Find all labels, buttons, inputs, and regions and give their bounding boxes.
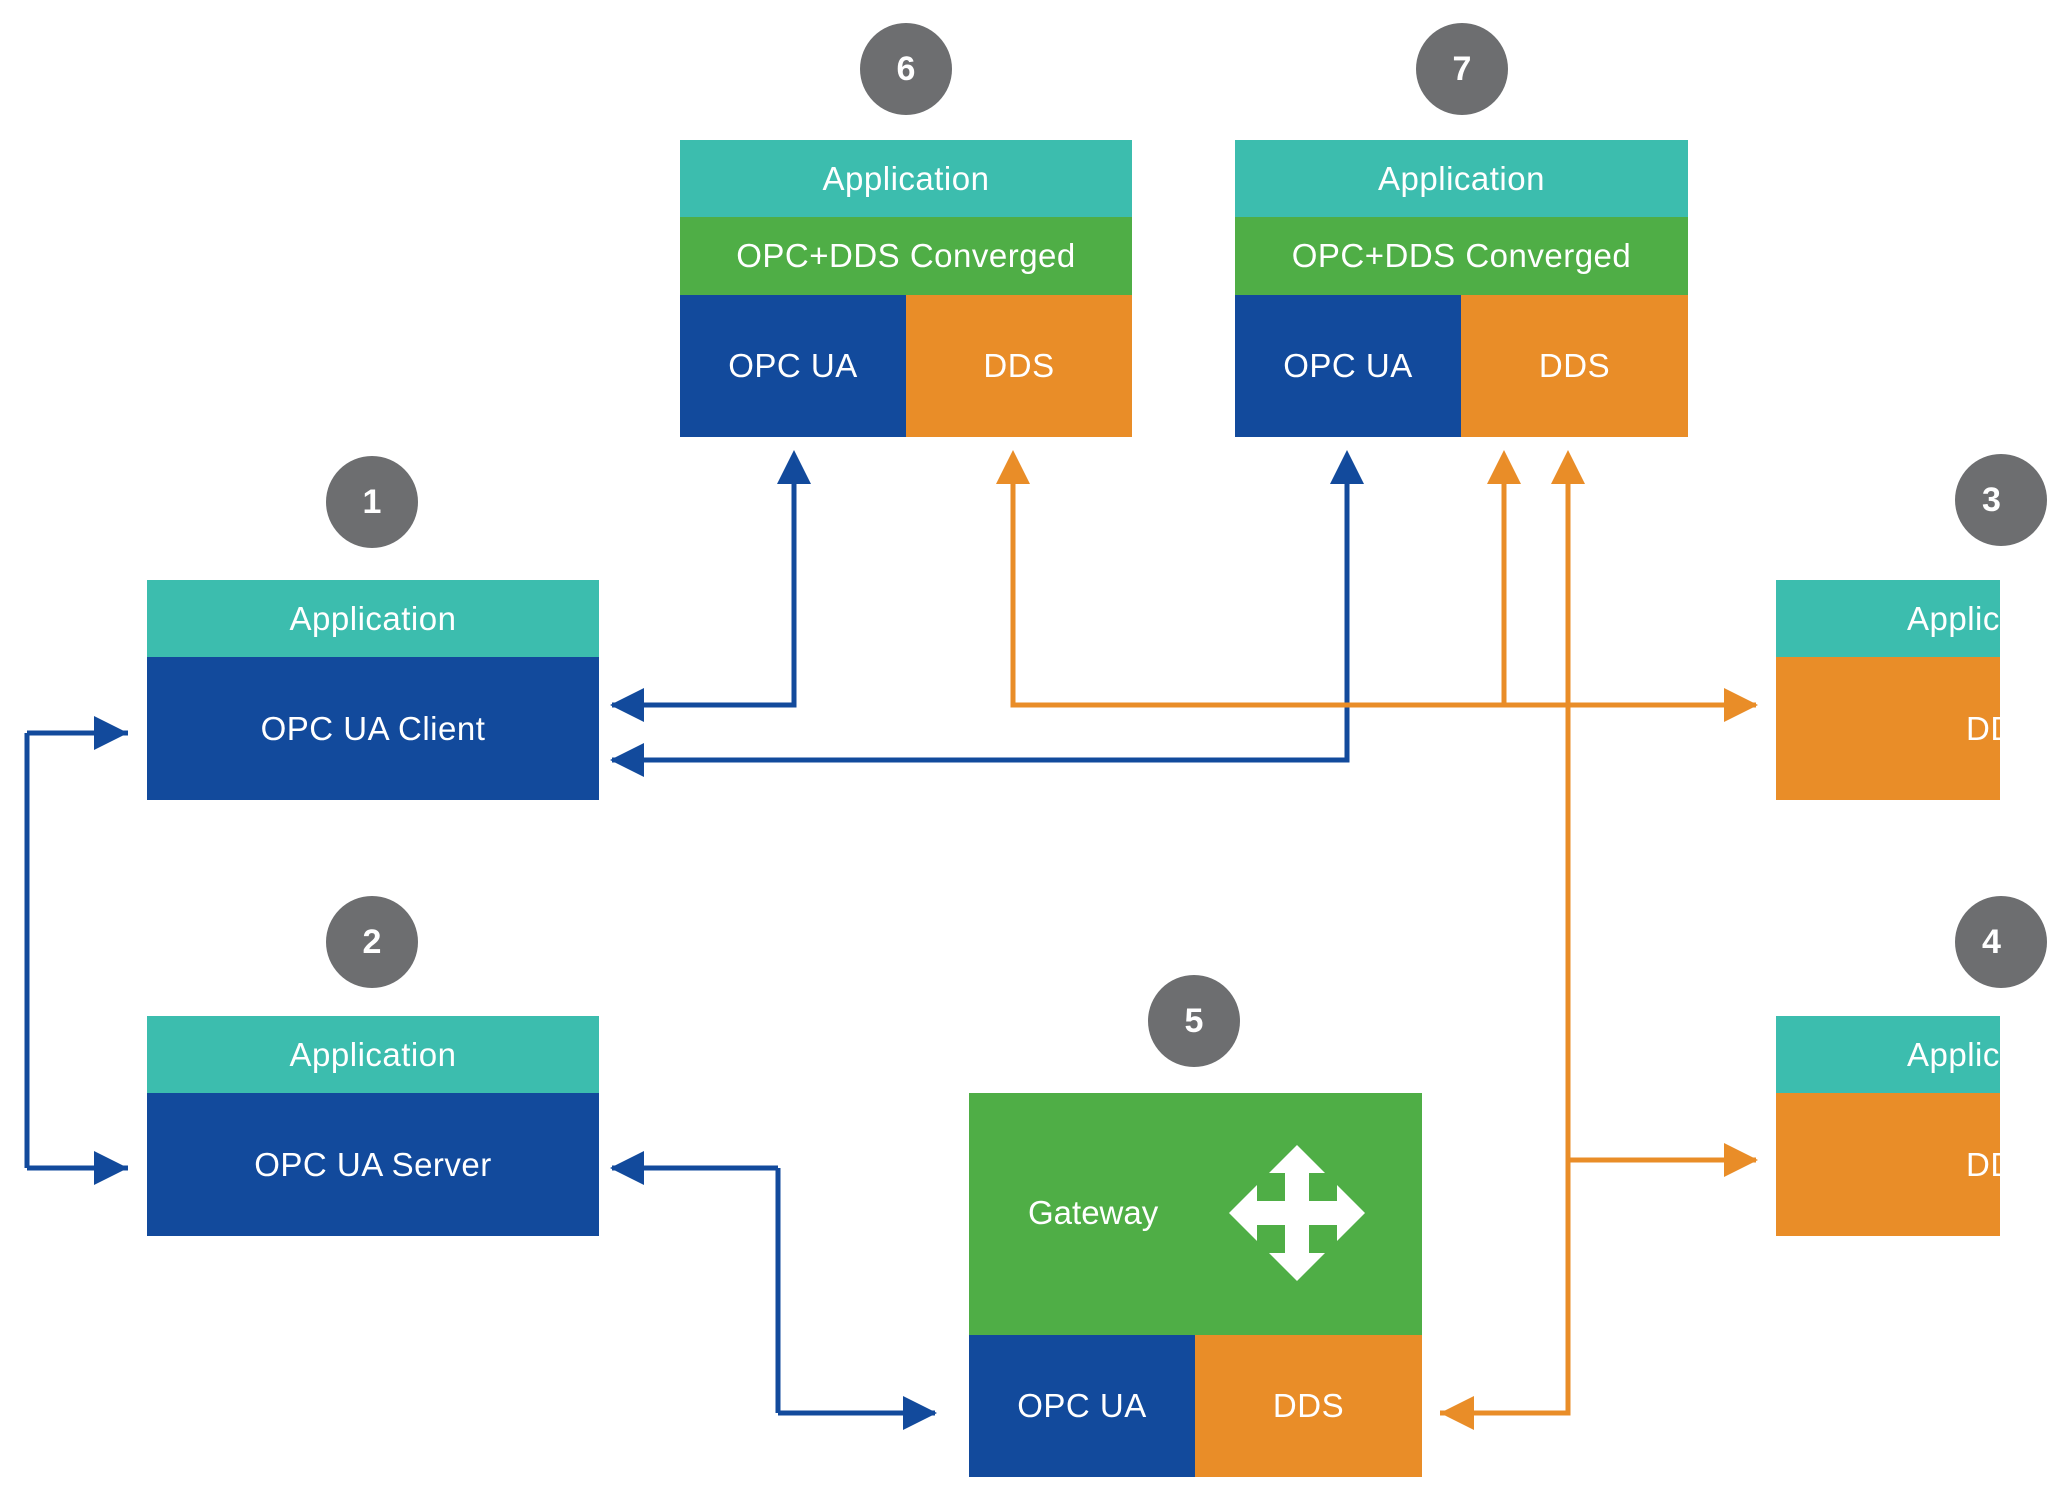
dds-block: DD xyxy=(1776,657,2014,800)
link-dds-bus-node3 xyxy=(1010,480,1756,708)
arrowhead xyxy=(1724,1143,1758,1177)
arrowhead xyxy=(610,743,644,777)
opc-ua-block: OPC UA xyxy=(969,1335,1195,1477)
arrowhead xyxy=(996,450,1030,484)
arrowhead xyxy=(1487,450,1521,484)
opc-ua-block: OPC UA xyxy=(1235,295,1461,437)
application-block: Applic xyxy=(1776,1016,2000,1093)
application-block: Applic xyxy=(1776,580,2000,657)
arrowhead xyxy=(777,450,811,484)
dds-block: DD xyxy=(1776,1093,2014,1236)
node-number-badge: 6 xyxy=(860,23,952,115)
arrowhead xyxy=(1551,450,1585,484)
opc-dds-converged-block: OPC+DDS Converged xyxy=(680,217,1132,295)
node-number-badge: 1 xyxy=(326,456,418,548)
opc-dds-converged-block: OPC+DDS Converged xyxy=(1235,217,1688,295)
node-number-badge: 2 xyxy=(326,896,418,988)
node-number-badge: 4 xyxy=(1955,896,2047,988)
dds-block: DDS xyxy=(1195,1335,1422,1477)
arrowhead xyxy=(610,1151,644,1185)
node-number-badge: 5 xyxy=(1148,975,1240,1067)
application-block: Application xyxy=(1235,140,1688,217)
opc-dds-architecture-diagram: 1 Application OPC UA Client 2 Applicatio… xyxy=(24,23,2047,1477)
arrowhead xyxy=(610,688,644,722)
dds-block: DDS xyxy=(906,295,1132,437)
arrowhead xyxy=(1440,1396,1474,1430)
opc-ua-server-block: OPC UA Server xyxy=(147,1093,599,1236)
link-dds-node7-b xyxy=(1440,480,1571,1416)
arrowhead xyxy=(1330,450,1364,484)
arrowhead xyxy=(903,1396,937,1430)
arrowhead xyxy=(1724,688,1758,722)
dds-block: DDS xyxy=(1461,295,1688,437)
application-block: Application xyxy=(147,1016,599,1093)
application-block: Application xyxy=(680,140,1132,217)
move-arrows-icon xyxy=(1229,1145,1365,1281)
gateway-label: Gateway xyxy=(1028,1194,1159,1231)
node-number-badge: 3 xyxy=(1955,454,2047,546)
connection-lines xyxy=(24,450,1758,1430)
opc-ua-block: OPC UA xyxy=(680,295,906,437)
node-number-badge: 7 xyxy=(1416,23,1508,115)
application-block: Application xyxy=(147,580,599,657)
link-client-to-node6-opc xyxy=(612,480,797,708)
opc-ua-client-block: OPC UA Client xyxy=(147,657,599,800)
link-client-to-node7-opc xyxy=(612,480,1350,763)
arrowhead xyxy=(94,1151,128,1185)
arrowhead xyxy=(94,716,128,750)
